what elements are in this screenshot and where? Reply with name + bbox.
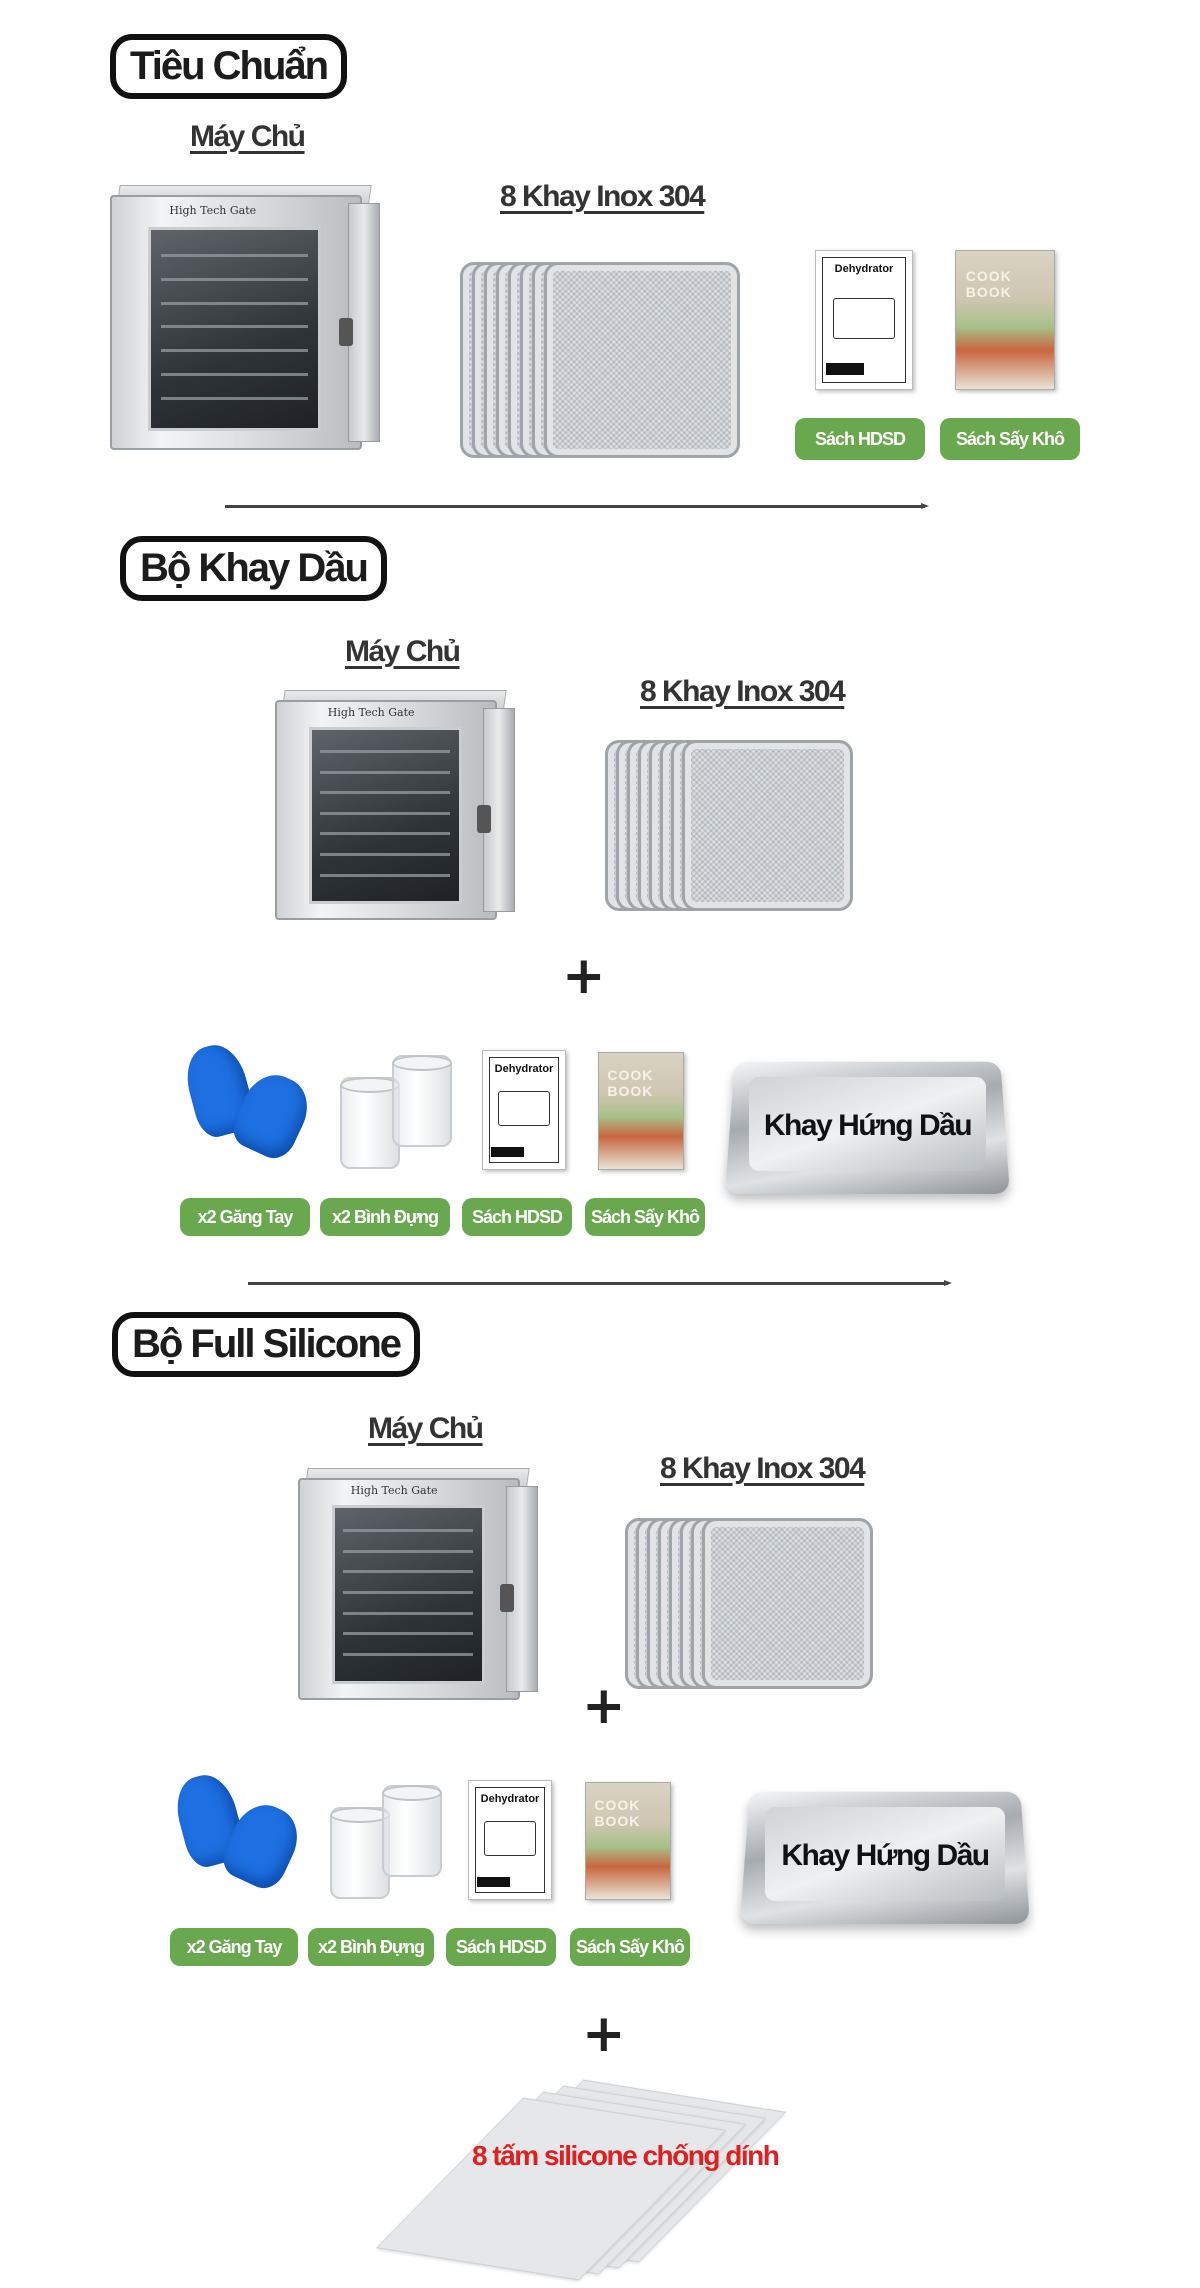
cookbook-image: COOK BOOK xyxy=(598,1052,684,1170)
pill-gloves: x2 Găng Tay xyxy=(180,1198,310,1236)
pill-jars: x2 Bình Đựng xyxy=(308,1928,434,1966)
oil-pan-label: Khay Hứng Dầu xyxy=(763,1109,973,1143)
machine-label: Máy Chủ xyxy=(190,120,306,153)
section-title-standard: Tiêu Chuẩn xyxy=(110,34,348,99)
pill-cookbook: Sách Sấy Khô xyxy=(570,1928,690,1966)
gloves-image xyxy=(169,1769,308,1895)
silicone-sheets-image xyxy=(375,2079,805,2281)
oil-pan-label: Khay Hứng Dầu xyxy=(781,1839,990,1873)
oil-pan-image: Khay Hứng Dầu xyxy=(725,1058,1010,1194)
dehydrator-machine-image: High Tech Gate xyxy=(275,690,515,920)
manual-book-image: Dehydrator xyxy=(482,1050,566,1170)
machine-label: Máy Chủ xyxy=(345,635,461,668)
pill-gloves: x2 Găng Tay xyxy=(170,1928,298,1966)
trays-label: 8 Khay Inox 304 xyxy=(500,180,706,213)
jars-image xyxy=(330,1785,460,1905)
cookbook-image: COOK BOOK xyxy=(585,1782,671,1900)
plus-sign: + xyxy=(582,1676,626,1736)
dehydrator-machine-image: High Tech Gate xyxy=(110,185,380,450)
manual-book-image: Dehydrator xyxy=(815,250,913,390)
silicone-label: 8 tấm silicone chống dính xyxy=(472,2140,780,2171)
oil-pan-image: Khay Hứng Dầu xyxy=(739,1788,1031,1924)
pill-manual: Sách HDSD xyxy=(446,1928,556,1966)
stainless-trays-image xyxy=(625,1518,875,1698)
section-title-oil-tray: Bộ Khay Dầu xyxy=(120,536,387,601)
jars-image xyxy=(340,1055,470,1175)
stainless-trays-image xyxy=(605,740,855,920)
section-divider xyxy=(225,503,929,509)
pill-jars: x2 Bình Đựng xyxy=(320,1198,450,1236)
gloves-image xyxy=(179,1039,318,1165)
machine-label: Máy Chủ xyxy=(368,1412,484,1445)
cookbook-image: COOK BOOK xyxy=(955,250,1055,390)
trays-label: 8 Khay Inox 304 xyxy=(660,1452,866,1485)
stainless-trays-image xyxy=(460,260,740,460)
pill-cookbook: Sách Sấy Khô xyxy=(585,1198,705,1236)
pill-cookbook: Sách Sấy Khô xyxy=(940,418,1080,460)
plus-sign: + xyxy=(562,946,606,1006)
trays-label: 8 Khay Inox 304 xyxy=(640,675,846,708)
section-divider xyxy=(248,1280,952,1286)
pill-manual: Sách HDSD xyxy=(462,1198,572,1236)
section-title-full-silicone: Bộ Full Silicone xyxy=(112,1312,421,1377)
manual-book-image: Dehydrator xyxy=(468,1780,552,1900)
pill-manual: Sách HDSD xyxy=(795,418,925,460)
dehydrator-machine-image: High Tech Gate xyxy=(298,1468,538,1700)
plus-sign: + xyxy=(582,2004,626,2064)
